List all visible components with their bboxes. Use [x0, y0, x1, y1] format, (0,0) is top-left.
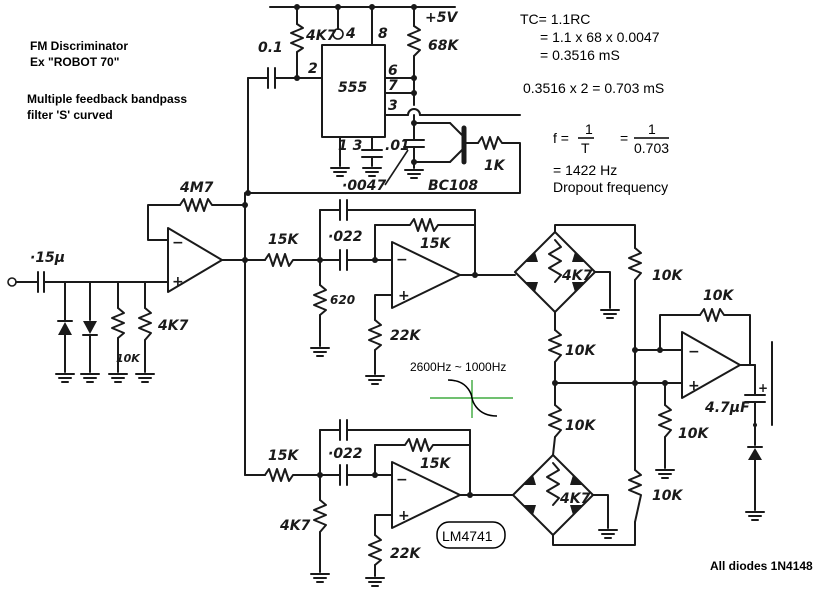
- feedback-4m7-label: 4M7: [179, 180, 214, 196]
- bridge-top-r-label: 4K7: [561, 268, 593, 284]
- title-block: FM Discriminator Ex "ROBOT 70" Multiple …: [27, 39, 187, 122]
- opamp-label: LM4741: [442, 528, 493, 544]
- svg-text:+: +: [172, 274, 184, 290]
- input-cap-label: 0.1: [258, 40, 283, 56]
- response-curve: 2600Hz ~ 1000Hz: [410, 360, 513, 418]
- svg-text:+: +: [758, 381, 768, 395]
- base-resistor-label: 1K: [484, 158, 506, 174]
- title-line1: FM Discriminator: [30, 39, 128, 53]
- response-label: 2600Hz ~ 1000Hz: [410, 360, 506, 374]
- filter-top-rfb-label: 15K: [420, 236, 451, 252]
- filter-bottom-rfb-label: 15K: [420, 456, 451, 472]
- timing-cap-label: .01: [385, 138, 410, 154]
- pin3-label: 3: [388, 98, 398, 114]
- input-r1-label: 10K: [116, 352, 141, 365]
- control-cap-label: ·0047: [342, 178, 387, 194]
- sum-r-mid1-label: 10K: [565, 343, 596, 359]
- opamp-label-box: [436, 521, 506, 549]
- filter-bottom-rbias-label: 22K: [390, 546, 421, 562]
- subtitle-line1: Multiple feedback bandpass: [27, 92, 187, 106]
- title-line2: Ex "ROBOT 70": [30, 55, 119, 69]
- input-cap-label: ·15µ: [30, 250, 65, 266]
- sum-rgnd-label: 10K: [678, 426, 709, 442]
- filter-bottom-opamp: [391, 461, 461, 529]
- freq-num2: 1: [648, 121, 656, 137]
- base-resistor: [477, 136, 516, 150]
- filter-bottom-rin-label: 15K: [268, 448, 299, 464]
- input-r2-label: 4K7: [157, 318, 189, 334]
- svg-text:−: −: [688, 344, 700, 360]
- dropout-label: Dropout frequency: [553, 179, 668, 195]
- freq-result: = 1422 Hz: [553, 162, 617, 178]
- supply-label: +5V: [425, 10, 458, 26]
- input-terminal[interactable]: [7, 277, 17, 287]
- svg-text:+: +: [398, 508, 410, 524]
- filter-top-rgnd-label: 620: [330, 293, 355, 307]
- summing-stage: 10K 10K 10K 10K − + 10K 10K + 4.7µF: [548, 247, 773, 523]
- output-cap-label: 4.7µF: [704, 400, 750, 416]
- period-calc: 0.3516 x 2 = 0.703 mS: [523, 80, 664, 96]
- timer-555-section: +5V 4K7 4 8 555 2 0.1 68K 6 7 3 .01 1 3 …: [245, 4, 521, 196]
- pullup-resistor: [290, 23, 304, 53]
- filter-bottom-cap-label: ·022: [328, 446, 363, 462]
- subtitle-line2: filter 'S' curved: [27, 108, 113, 122]
- svg-text:−: −: [172, 235, 184, 251]
- freq-den2: 0.703: [634, 140, 669, 156]
- bridge-bottom-r-label: 4K7: [559, 491, 591, 507]
- summing-opamp: [681, 331, 741, 399]
- filter-bottom-rgnd-label: 4K7: [279, 518, 311, 534]
- tc-formula: TC= 1.1RC: [520, 11, 590, 27]
- input-opamp: [167, 227, 223, 293]
- sum-r-bottom-right-label: 10K: [652, 488, 683, 504]
- freq-num: 1: [585, 121, 593, 137]
- pin7-label: 7: [388, 78, 398, 94]
- pin4-label: 4: [345, 26, 356, 42]
- filter-top-rin-label: 15K: [268, 232, 299, 248]
- filter-bottom: 15K 4K7 ·022 15K − + 22K: [244, 419, 514, 587]
- pin8-label: 8: [378, 26, 388, 42]
- freq-den: T: [581, 140, 590, 156]
- filter-top-cap-label: ·022: [328, 229, 363, 245]
- diodes-note: All diodes 1N4148: [710, 559, 813, 573]
- sum-rfb-label: 10K: [703, 288, 734, 304]
- bridge-top: 4K7: [514, 224, 636, 326]
- filter-top: 15K 620 ·022 15K − + 22K: [244, 199, 516, 385]
- tc-result: = 0.3516 mS: [540, 47, 620, 63]
- svg-text:+: +: [688, 378, 700, 394]
- bridge-bottom: 4K7: [512, 454, 636, 546]
- ic-555: [321, 44, 386, 138]
- filter-top-rbias-label: 22K: [390, 328, 421, 344]
- svg-text:−: −: [396, 252, 408, 268]
- timing-resistor: [407, 25, 421, 57]
- ic-555-label: 555: [338, 80, 367, 96]
- input-stage: ·15µ 10K 4K7 − + 4M7: [7, 180, 248, 476]
- sum-r-top-right-label: 10K: [652, 268, 683, 284]
- sum-r-mid2-label: 10K: [565, 418, 596, 434]
- calculation-notes: TC= 1.1RC = 1.1 x 68 x 0.0047 = 0.3516 m…: [520, 11, 669, 195]
- pullup-label: 4K7: [305, 28, 337, 44]
- svg-text:−: −: [396, 472, 408, 488]
- pin2-label: 2: [308, 61, 318, 77]
- tc-values: = 1.1 x 68 x 0.0047: [540, 29, 660, 45]
- freq-eq: =: [620, 130, 628, 146]
- svg-text:+: +: [398, 288, 410, 304]
- feedback-resistor-4m7: [179, 198, 246, 212]
- timing-resistor-label: 68K: [428, 38, 459, 54]
- pin1-5-label: 1 3: [338, 138, 362, 154]
- pin6-label: 6: [388, 63, 398, 79]
- freq-label: f =: [553, 130, 569, 146]
- transistor-label: BC108: [428, 178, 478, 194]
- filter-top-opamp: [391, 241, 461, 309]
